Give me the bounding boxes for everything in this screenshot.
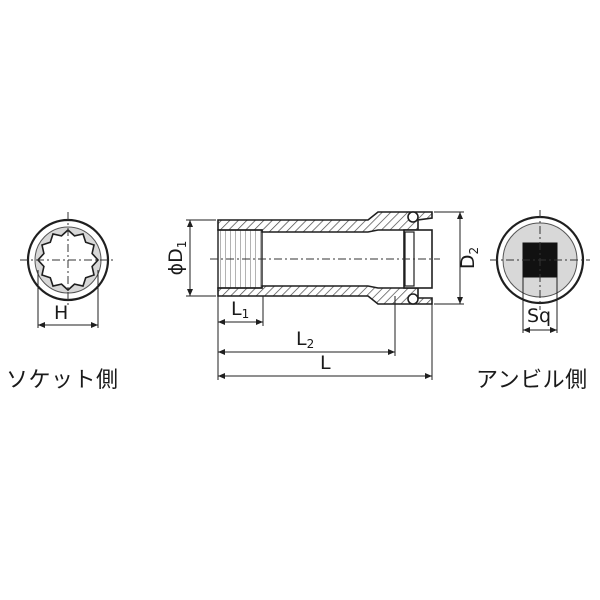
socket-grip-section xyxy=(217,229,263,289)
socket-end-view: H xyxy=(20,212,116,328)
l-arrow-left xyxy=(218,373,225,379)
l1-arrow-right xyxy=(256,319,263,325)
d1-arrow-top xyxy=(187,220,193,227)
h-arrow-right xyxy=(91,322,98,328)
retaining-pin-bottom xyxy=(407,293,419,305)
sq-arrow-left xyxy=(523,327,530,333)
retaining-pin-top xyxy=(407,211,419,223)
d2-label: D2 xyxy=(457,247,481,269)
h-arrow-left xyxy=(38,322,45,328)
l-arrow-right xyxy=(425,373,432,379)
anvil-end-view: Sq xyxy=(490,210,590,333)
d1-arrow-bottom xyxy=(187,289,193,296)
bottom-wall-section xyxy=(217,285,433,305)
anvil-side-caption: アンビル側 xyxy=(476,368,588,393)
l2-label: L2 xyxy=(296,328,314,351)
sq-arrow-right xyxy=(550,327,557,333)
socket-side-caption: ソケット側 xyxy=(6,368,119,393)
socket-side-section: ϕD1 D2 L1 L2 L xyxy=(165,211,481,380)
l1-arrow-left xyxy=(218,319,225,325)
top-wall-section xyxy=(217,211,433,233)
sq-label: Sq xyxy=(527,305,551,327)
d1-label: ϕD1 xyxy=(165,241,189,276)
h-label: H xyxy=(54,302,68,324)
d2-arrow-top xyxy=(457,212,463,219)
l1-label: L1 xyxy=(231,298,249,321)
l-label: L xyxy=(320,352,331,374)
l2-arrow-left xyxy=(218,349,225,355)
l2-arrow-right xyxy=(388,349,395,355)
d2-arrow-bottom xyxy=(457,297,463,304)
